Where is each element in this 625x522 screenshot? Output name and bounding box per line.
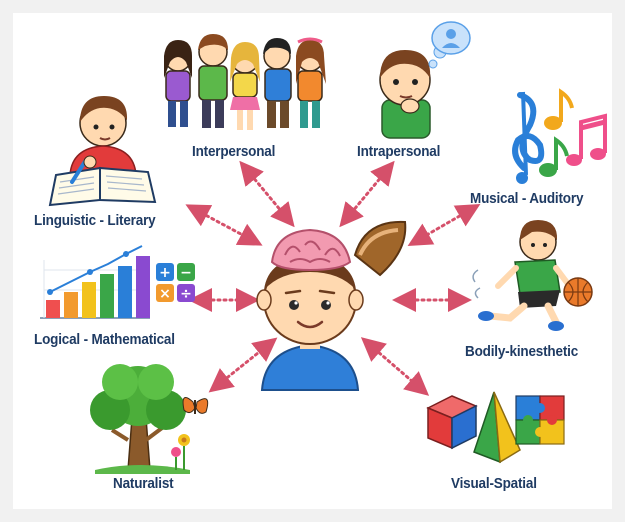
label-linguistic-literary: Linguistic - Literary <box>34 212 156 229</box>
plus-symbol: + <box>159 265 171 281</box>
arrow-musical <box>407 204 481 246</box>
label-musical-auditory: Musical - Auditory <box>470 190 584 207</box>
arrow-intrapersonal <box>339 160 395 228</box>
bar-chart-icon <box>40 245 150 319</box>
tree-icon <box>90 364 190 474</box>
reading-boy-icon <box>48 96 157 207</box>
central-child-brain-icon <box>256 220 407 391</box>
label-interpersonal: Interpersonal <box>192 143 276 160</box>
kids-group-icon <box>164 34 326 130</box>
math-symbols-icon: + − × ÷ <box>156 263 195 302</box>
arrow-naturalist <box>208 337 278 393</box>
times-symbol: × <box>159 286 171 302</box>
arrow-linguistic <box>185 204 263 246</box>
connection-arrows <box>185 160 481 396</box>
basketball-boy-icon <box>472 220 593 331</box>
thinking-kid-icon <box>379 21 471 139</box>
minus-symbol: − <box>180 265 192 281</box>
arrow-interpersonal <box>239 160 295 228</box>
butterfly-icon <box>182 397 209 414</box>
music-notes-icon <box>512 88 607 184</box>
label-logical-mathematical: Logical - Mathematical <box>34 331 175 348</box>
label-bodily-kinesthetic: Bodily-kinesthetic <box>465 343 579 360</box>
shapes-puzzle-icon <box>426 391 565 464</box>
label-intrapersonal: Intrapersonal <box>357 143 441 160</box>
label-naturalist: Naturalist <box>113 475 174 492</box>
divide-symbol: ÷ <box>180 286 192 302</box>
label-visual-spatial: Visual-Spatial <box>451 475 537 492</box>
arrow-visual <box>360 337 430 396</box>
